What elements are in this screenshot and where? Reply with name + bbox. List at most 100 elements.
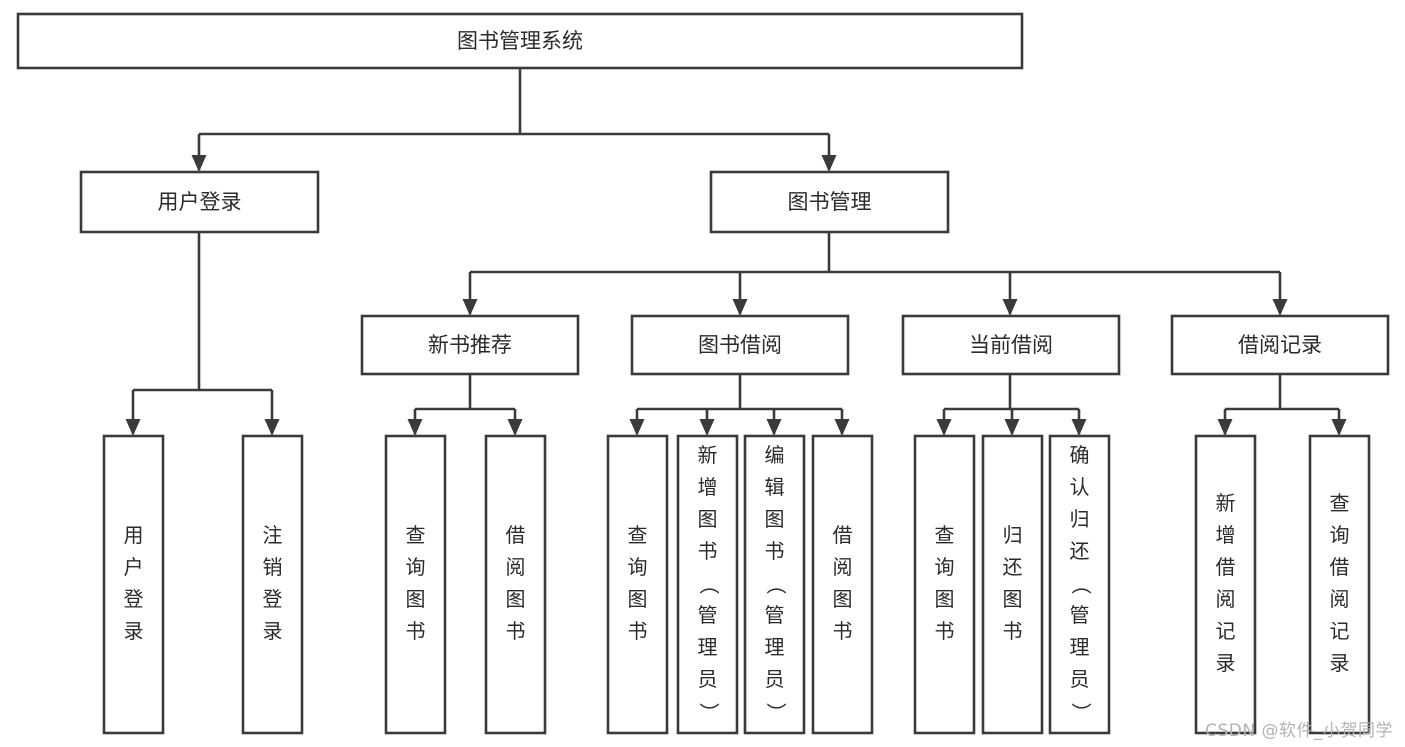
connector-layer (125, 68, 1347, 436)
node-new-book-recommend[interactable]: 新书推荐 (360, 314, 580, 376)
leaf-label-char: 图 (833, 587, 853, 611)
arrow-head-icon (462, 299, 478, 316)
level3-node-box (360, 314, 580, 376)
leaf-label-char: 录 (263, 619, 283, 643)
leaf-label-char: 查 (935, 523, 955, 547)
node-root[interactable]: 图书管理系统 (16, 12, 1024, 70)
leaf-box (384, 434, 447, 735)
leaf-box (981, 434, 1044, 735)
level3-node-box (630, 314, 850, 376)
arrow-head-icon (1331, 419, 1347, 436)
leaf-box (1048, 434, 1111, 735)
leaf-label-char: 查 (1330, 491, 1350, 515)
arrow-head-icon (821, 155, 837, 172)
leaf-label-char: ） (764, 703, 788, 723)
node-user-login[interactable]: 用户登录 (79, 170, 320, 234)
arrow-head-icon (936, 419, 952, 436)
node-label: 当前借阅 (969, 333, 1053, 357)
leaf-label-char: 书 (506, 619, 526, 643)
leaf-label-char: 图 (1003, 587, 1023, 611)
leaf-label-char: 阅 (1216, 587, 1236, 611)
arrow-head-icon (191, 155, 207, 172)
leaf-label-char: 录 (124, 619, 144, 643)
leaf-box (1308, 434, 1371, 735)
leaf-label-char: 借 (833, 523, 853, 547)
leaf-label-char: 销 (263, 555, 283, 579)
node-book-manage[interactable]: 图书管理 (709, 170, 950, 234)
leaf-label-char: 书 (765, 539, 785, 563)
leaf-label-char: 阅 (833, 555, 853, 579)
leaf-label-char: 员 (765, 667, 785, 691)
connector-bookmanage-to-level3 (462, 232, 1288, 316)
leaf-label-char: 确 (1070, 443, 1090, 467)
leaf-label-char: 询 (406, 555, 426, 579)
node-label: 图书管理系统 (457, 29, 583, 53)
leaf-label-char: 增 (1216, 523, 1236, 547)
leaf-label-char: 借 (506, 523, 526, 547)
node-borrow-record[interactable]: 借阅记录 (1170, 314, 1390, 376)
leaf-label-char: 询 (935, 555, 955, 579)
leaf-box (241, 434, 304, 735)
leaf-label-char: 书 (833, 619, 853, 643)
leaf-label-char: 辑 (765, 475, 785, 499)
arrow-head-icon (629, 419, 645, 436)
leaf-label-char: 阅 (1330, 587, 1350, 611)
leaf-label-char: 书 (628, 619, 648, 643)
leaf-node-leaf-user-login[interactable]: 用户登录 (102, 434, 165, 735)
node-current-borrow[interactable]: 当前借阅 (901, 314, 1121, 376)
leaf-label-char: 还 (1003, 555, 1023, 579)
leaf-label-char: 图 (506, 587, 526, 611)
leaf-label-char: 管 (698, 603, 718, 627)
leaf-label-char: 登 (263, 587, 283, 611)
leaf-label-char: 户 (124, 555, 144, 579)
node-label: 图书管理 (788, 190, 872, 214)
connector-record-to-leaves (1217, 374, 1347, 436)
leaf-label-char: （ (1069, 575, 1093, 595)
arrow-head-icon (732, 299, 748, 316)
leaf-label-char: 增 (698, 475, 718, 499)
leaf-label-char: 认 (1070, 475, 1090, 499)
arrow-head-icon (699, 419, 715, 436)
leaf-label-char: 编 (765, 443, 785, 467)
arrow-head-icon (507, 419, 523, 436)
root-node-box (16, 12, 1024, 70)
node-label: 借阅记录 (1238, 333, 1322, 357)
node-label: 新书推荐 (428, 333, 512, 357)
leaf-label-char: 图 (698, 507, 718, 531)
csdn-watermark: CSDN @软件_小贺同学 (1205, 721, 1393, 741)
connector-borrow-to-leaves (629, 374, 850, 436)
leaf-box (913, 434, 976, 735)
leaf-label-char: 书 (1003, 619, 1023, 643)
node-book-borrow[interactable]: 图书借阅 (630, 314, 850, 376)
connector-recommend-to-leaves (407, 374, 523, 436)
leaf-label-char: 员 (1070, 667, 1090, 691)
leaf-label-char: 管 (765, 603, 785, 627)
level2-node-box (79, 170, 320, 234)
connector-root-to-level2 (191, 68, 837, 172)
node-label: 用户登录 (158, 190, 242, 214)
leaf-label-char: 书 (698, 539, 718, 563)
arrow-head-icon (834, 419, 850, 436)
leaf-label-char: 图 (935, 587, 955, 611)
